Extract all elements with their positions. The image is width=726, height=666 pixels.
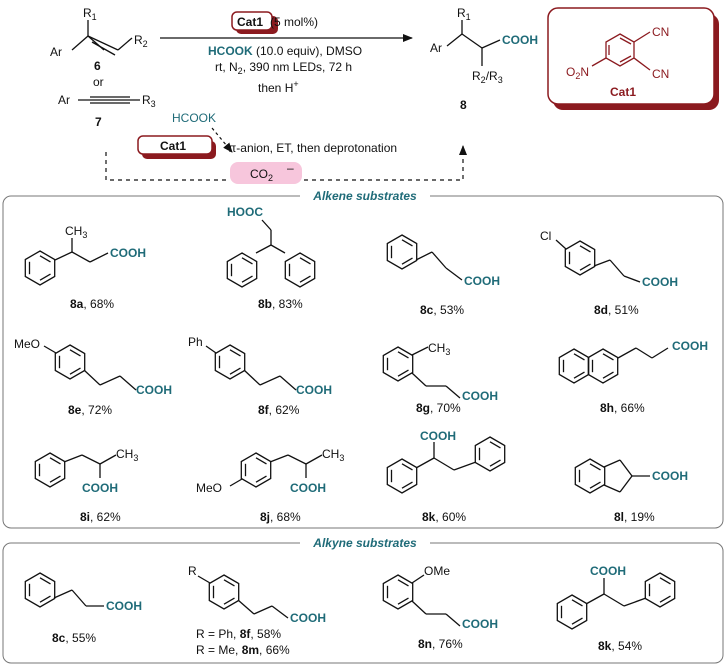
- alkyne-panel-title: Alkyne substrates: [312, 536, 417, 550]
- structure-8f-8m-alkyne: R COOH R = Ph, 8f, 58% R = Me, 8m, 66%: [188, 564, 326, 657]
- caption-8h: 8h, 66%: [600, 401, 645, 415]
- svg-text:Cl: Cl: [540, 229, 551, 243]
- svg-text:CH3: CH3: [322, 447, 344, 463]
- catalyst-card: CN CN O2N Cat1: [547, 7, 719, 110]
- cn-bottom: CN: [652, 67, 669, 81]
- structure-8h: COOH 8h, 66%: [558, 339, 708, 415]
- svg-text:COOH: COOH: [672, 339, 708, 353]
- catalyst-loading: (5 mol%): [270, 15, 318, 29]
- structure-8f: Ph COOH 8f, 62%: [188, 335, 332, 417]
- alkyne-r3: R3: [142, 93, 156, 109]
- caption-8j: 8j, 68%: [260, 510, 301, 524]
- caption-8c: 8c, 53%: [420, 303, 464, 317]
- sub-r1: R1: [83, 6, 97, 22]
- svg-text:COOH: COOH: [296, 383, 332, 397]
- caption-8k-alkene: 8k, 60%: [422, 510, 466, 524]
- sub-ar: Ar: [50, 45, 62, 59]
- caption-8e: 8e, 72%: [68, 403, 112, 417]
- svg-text:Cat1: Cat1: [237, 15, 263, 29]
- svg-text:Cat1: Cat1: [160, 139, 186, 153]
- svg-text:COOH: COOH: [106, 599, 142, 613]
- co2-anion: CO2–: [250, 161, 294, 183]
- svg-text:COOH: COOH: [82, 481, 118, 495]
- svg-text:OMe: OMe: [424, 564, 450, 578]
- svg-text:COOH: COOH: [642, 275, 678, 289]
- svg-text:CH3: CH3: [65, 224, 87, 240]
- svg-text:R: R: [188, 564, 197, 578]
- svg-text:R2/R3: R2/R3: [472, 69, 503, 85]
- structure-8b: HOOC 8b, 83%: [226, 205, 316, 311]
- svg-text:then H+: then H+: [258, 79, 299, 95]
- svg-text:COOH: COOH: [462, 617, 498, 631]
- svg-text:COOH: COOH: [136, 383, 172, 397]
- catalyst-badge: Cat1: [231, 11, 278, 34]
- svg-text:COOH: COOH: [464, 274, 500, 288]
- or-text: or: [93, 75, 104, 89]
- svg-text:Ar: Ar: [430, 41, 442, 55]
- co2-pill: [230, 162, 302, 184]
- caption-8c-alkyne: 8c, 55%: [52, 631, 96, 645]
- structure-8l: COOH 8l, 19%: [574, 458, 688, 524]
- catalyst-name: Cat1: [610, 85, 636, 99]
- sub-r2: R2: [134, 33, 148, 49]
- caption-8d: 8d, 51%: [594, 303, 639, 317]
- structure-8c-alkyne: COOH 8c, 55%: [24, 572, 142, 645]
- caption-8i: 8i, 62%: [80, 510, 121, 524]
- caption-8m-alkyne: R = Me, 8m, 66%: [196, 643, 290, 657]
- caption-8f-alkyne: R = Ph, 8f, 58%: [196, 627, 281, 641]
- structure-8g: CH3 COOH 8g, 70%: [382, 341, 498, 415]
- mechanism: HCOOK Cat1 π-anion, ET, then deprotonati…: [105, 111, 467, 184]
- svg-text:COOH: COOH: [110, 246, 146, 260]
- svg-text:CH3: CH3: [428, 341, 450, 357]
- reactant-alkene: R1 Ar R2 6: [50, 6, 148, 73]
- svg-text:CH3: CH3: [116, 447, 138, 463]
- svg-text:COOH: COOH: [420, 429, 456, 443]
- reaction-conditions: HCOOK (10.0 equiv), DMSO rt, N2, 390 nm …: [208, 44, 362, 95]
- mechanism-note: π-anion, ET, then deprotonation: [228, 141, 397, 155]
- structure-8k-alkene: COOH 8k, 60%: [386, 429, 506, 524]
- reactant-alkyne: Ar R3 7: [58, 93, 156, 129]
- svg-text:HCOOK (10.0 equiv), DMSO: HCOOK (10.0 equiv), DMSO: [208, 44, 362, 58]
- caption-8n-alkyne: 8n, 76%: [418, 637, 463, 651]
- svg-text:rt, N2, 390 nm LEDs, 72 h: rt, N2, 390 nm LEDs, 72 h: [215, 60, 352, 76]
- svg-text:R1: R1: [457, 6, 471, 22]
- svg-text:HOOC: HOOC: [227, 205, 263, 219]
- structure-8c: COOH 8c, 53%: [386, 234, 500, 317]
- svg-text:COOH: COOH: [590, 564, 626, 578]
- structure-8j: MeO CH3 COOH 8j, 68%: [196, 447, 344, 524]
- svg-text:MeO: MeO: [14, 337, 40, 351]
- svg-text:COOH: COOH: [462, 389, 498, 403]
- alkene-panel-title: Alkene substrates: [312, 189, 417, 203]
- caption-8g: 8g, 70%: [416, 401, 461, 415]
- svg-text:Ph: Ph: [188, 335, 203, 349]
- structure-8d: Cl COOH 8d, 51%: [540, 229, 678, 317]
- caption-8k-alkyne: 8k, 54%: [598, 639, 642, 653]
- nitro-group: O2N: [566, 65, 589, 81]
- svg-text:COOH: COOH: [290, 481, 326, 495]
- structure-8e: MeO COOH 8e, 72%: [14, 337, 172, 417]
- caption-8a: 8a, 68%: [70, 297, 114, 311]
- svg-text:COOH: COOH: [652, 469, 688, 483]
- hcook-label: HCOOK: [172, 111, 216, 125]
- svg-text:MeO: MeO: [196, 481, 222, 495]
- mechanism-catalyst-badge: Cat1: [137, 135, 216, 159]
- svg-text:COOH: COOH: [502, 33, 538, 47]
- caption-8f: 8f, 62%: [258, 403, 300, 417]
- structure-8i: CH3 COOH 8i, 62%: [34, 447, 138, 524]
- caption-8b: 8b, 83%: [258, 297, 303, 311]
- alkyne-ar: Ar: [58, 93, 70, 107]
- structure-8k-alkyne: COOH 8k, 54%: [556, 564, 676, 653]
- caption-8l: 8l, 19%: [614, 510, 655, 524]
- structure-8n-alkyne: OMe COOH 8n, 76%: [382, 564, 498, 651]
- cn-top: CN: [652, 25, 669, 39]
- compound-6-label: 6: [94, 59, 101, 73]
- structure-8a: CH3 COOH 8a, 68%: [24, 224, 146, 311]
- svg-text:COOH: COOH: [290, 611, 326, 625]
- compound-7-label: 7: [95, 115, 102, 129]
- svg-text:8: 8: [460, 98, 467, 112]
- product-8: Ar R1 COOH R2/R3 8: [430, 6, 538, 112]
